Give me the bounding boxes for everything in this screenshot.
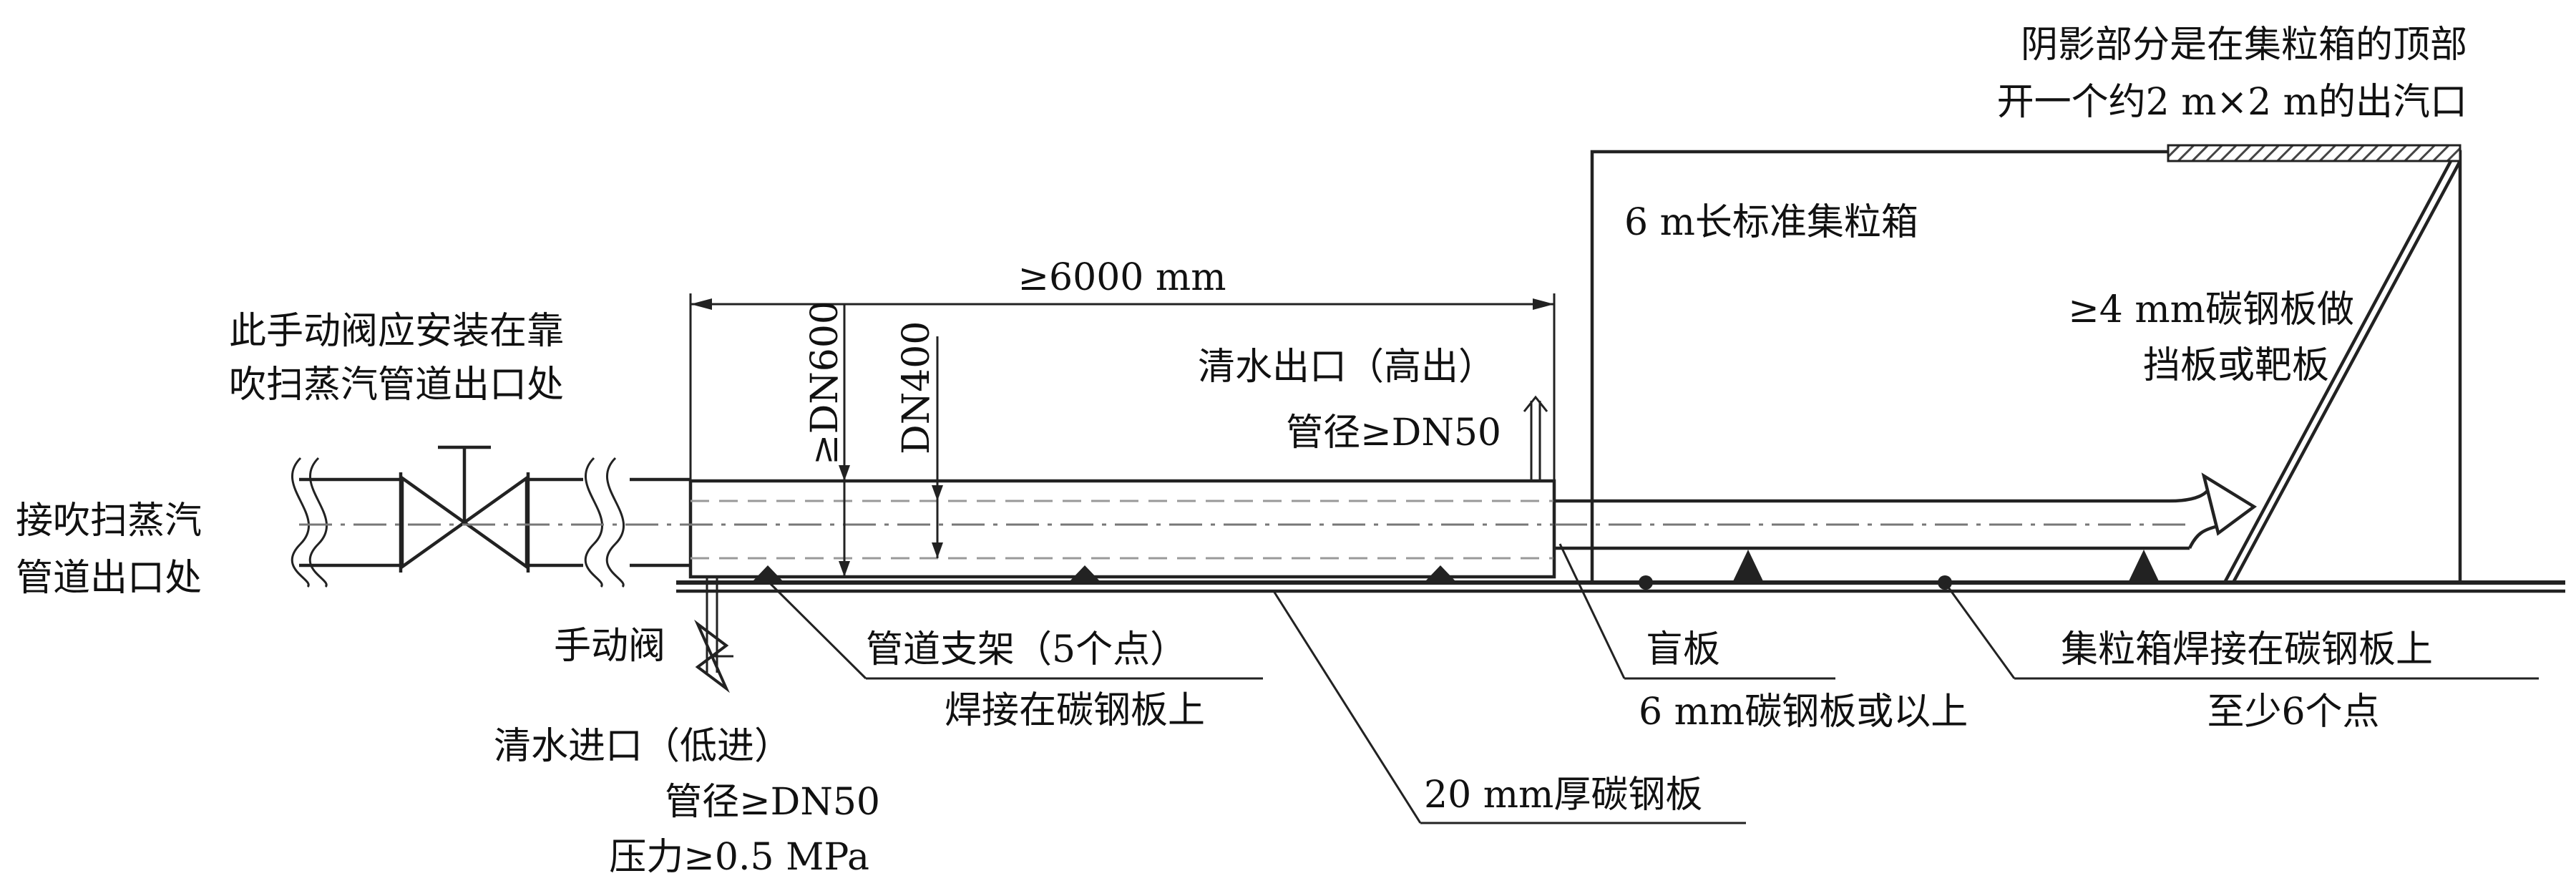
water-inlet-line3: 压力≥0.5 MPa	[609, 836, 869, 879]
water-inlet-line1: 清水进口（低进）	[494, 725, 791, 768]
inlet-pipe	[291, 457, 691, 588]
water-outlet-line1: 清水出口（高出）	[1198, 346, 1496, 389]
pipe-supports	[753, 550, 2159, 581]
weld-line1: 集粒箱焊接在碳钢板上	[2061, 628, 2433, 671]
baffle-note-line1: ≥4 mm碳钢板做	[2068, 288, 2354, 331]
top-note-line1: 阴影部分是在集粒箱的顶部	[2021, 24, 2467, 67]
baffle-note-line2: 挡板或靶板	[2143, 344, 2329, 387]
water-inlet-valve-icon	[694, 619, 733, 693]
water-outlet-line2: 管径≥DN50	[1286, 412, 1501, 454]
outlet-arrow-icon	[2201, 472, 2258, 536]
manual-valve-label: 手动阀	[554, 625, 665, 668]
valve-note-line1: 此手动阀应安装在靠	[229, 310, 564, 353]
support-3	[1425, 565, 1455, 581]
dn400-label: DN400	[895, 321, 938, 454]
steam-line-valve-icon	[399, 445, 530, 573]
large-pipe	[299, 479, 1556, 579]
support-4	[1733, 550, 1763, 581]
blind-plate-line1: 盲板	[1646, 628, 1720, 671]
water-outlet-pipe	[1523, 395, 1548, 481]
support-line1: 管道支架（5个点）	[866, 628, 1187, 671]
length-dimension	[689, 293, 1556, 481]
labels: 阴影部分是在集粒箱的顶部 开一个约2 m×2 m的出汽口 6 m长标准集粒箱 ≥…	[16, 24, 2467, 879]
support-2	[1070, 565, 1100, 581]
dn600-label: ≥DN600	[804, 301, 847, 465]
top-note-line2: 开一个约2 m×2 m的出汽口	[1997, 81, 2467, 124]
base-plate	[676, 580, 2565, 593]
water-inlet-line2: 管径≥DN50	[665, 781, 880, 824]
discharge-pipe	[1554, 472, 2258, 550]
steam-inlet-line1: 接吹扫蒸汽	[16, 500, 202, 542]
leader-lines	[766, 543, 2539, 824]
valve-note-line2: 吹扫蒸汽管道出口处	[229, 364, 564, 406]
baffle-plate	[2224, 160, 2462, 583]
support-5	[2129, 550, 2159, 581]
steam-outlet-hatch	[2167, 144, 2462, 162]
steam-inlet-line2: 管道出口处	[16, 557, 202, 600]
weld-line2: 至少6个点	[2207, 691, 2379, 734]
support-line2: 焊接在碳钢板上	[945, 689, 1205, 732]
box-title: 6 m长标准集粒箱	[1624, 201, 1918, 244]
blind-plate-line2: 6 mm碳钢板或以上	[1639, 691, 1968, 734]
weld-point	[1639, 575, 1653, 590]
diameter-dimensions	[839, 304, 943, 577]
support-1	[753, 565, 783, 581]
collector-box	[1590, 144, 2462, 584]
base-plate-label: 20 mm厚碳钢板	[1424, 774, 1702, 817]
length-dimension-label: ≥6000 mm	[1018, 256, 1226, 299]
